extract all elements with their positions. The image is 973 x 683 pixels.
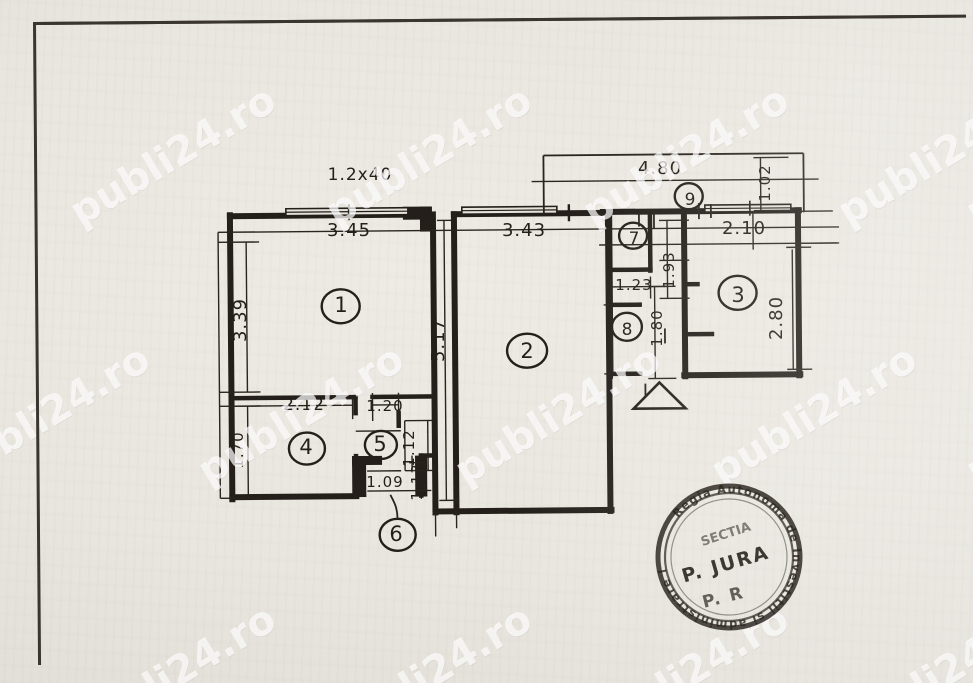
room-number-2: 2 [520, 339, 533, 363]
dimension-room1-height: 3.39 [230, 298, 251, 342]
dimension-room5-width: 1.20 [366, 397, 403, 415]
dimension-room2-width: 3.43 [502, 220, 546, 241]
dimension-room6-height: 1.13 [408, 463, 426, 500]
dimension-bath-height: 1.93 [660, 251, 678, 288]
dimension-hall-height: 5.17 [428, 318, 449, 362]
room-number-7: 7 [629, 229, 640, 249]
room-number-4: 4 [299, 435, 312, 459]
dimension-top-right-span: 4.80 [638, 158, 682, 179]
dimension-corridor-height: 1.80 [648, 309, 666, 346]
dimension-right-top-offset: 1.02 [756, 164, 774, 201]
dimension-room1-width: 3.45 [327, 220, 371, 241]
dimension-room3-width: 2.10 [722, 218, 766, 239]
room-number-1: 1 [334, 293, 347, 317]
dimension-window-1-size: 1.2x40 [328, 165, 393, 185]
room-number-5: 5 [373, 432, 386, 456]
room-number-9: 9 [685, 190, 696, 210]
dimension-room6-width: 1.09 [366, 473, 403, 491]
dimension-room5-height: 1.12 [400, 429, 418, 466]
sheet-border-frame [33, 14, 972, 665]
dimension-room3-height: 2.80 [766, 296, 787, 340]
room-number-labels: 1 2 3 4 5 6 7 8 9 [299, 190, 744, 546]
dimension-room4-height: 1.70 [229, 431, 247, 468]
dimension-labels: 1.2x40 3.45 3.43 4.80 2.10 3.39 5.17 2.80 1.02 1.… [229, 158, 787, 501]
room-number-8: 8 [622, 320, 633, 340]
dimension-room4-width: 2.12 [283, 395, 325, 415]
room-number-3: 3 [731, 283, 744, 307]
dimension-bath-width: 1.23 [615, 276, 652, 294]
room-number-6: 6 [389, 522, 402, 546]
